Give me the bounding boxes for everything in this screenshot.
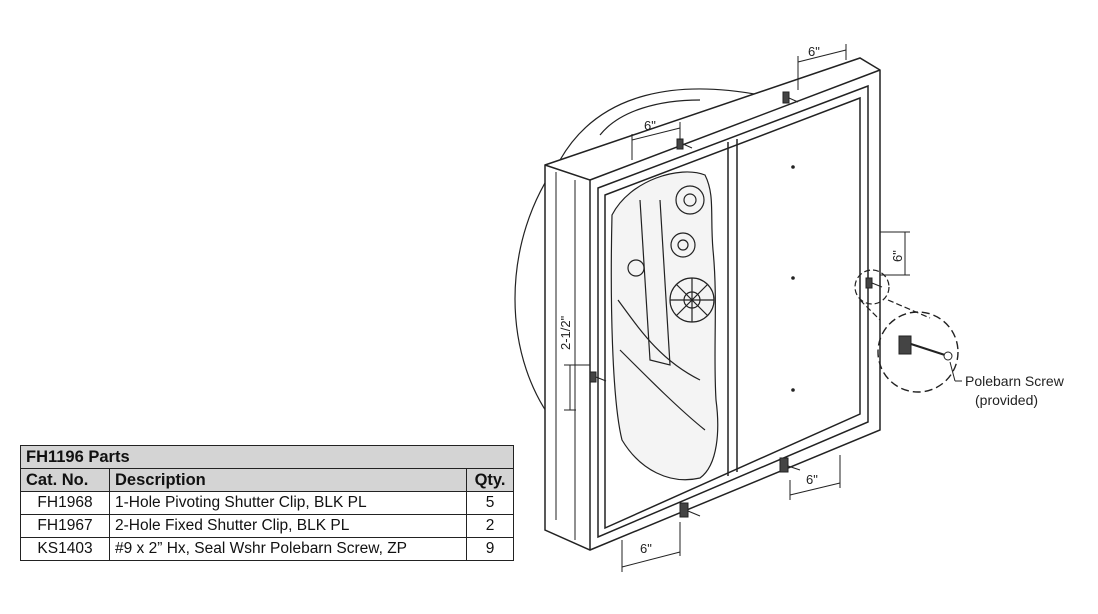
dim-label-bottom-right: 6" [806, 472, 818, 487]
dim-label-top-left: 6" [644, 118, 656, 133]
shutter-clip-right [865, 277, 883, 289]
cell-cat-no: FH1967 [20, 514, 110, 538]
cell-qty: 9 [466, 537, 514, 561]
table-row: FH1968 1-Hole Pivoting Shutter Clip, BLK… [20, 491, 514, 515]
table-row: FH1967 2-Hole Fixed Shutter Clip, BLK PL… [20, 514, 514, 538]
parts-table: FH1196 Parts Cat. No. Description Qty. F… [20, 445, 514, 561]
shutter-clip-left [589, 371, 607, 383]
rivet-dots [791, 165, 795, 392]
dimension-lines [564, 44, 910, 572]
header-cat-no: Cat. No. [20, 468, 110, 492]
dim-label-top-right: 6" [808, 44, 820, 59]
table-title: FH1196 Parts [20, 445, 514, 469]
header-description: Description [109, 468, 467, 492]
dim-label-bottom-left: 6" [640, 541, 652, 556]
cell-description: 1-Hole Pivoting Shutter Clip, BLK PL [109, 491, 467, 515]
detail-circle-large [877, 311, 959, 393]
svg-text:6": 6" [890, 250, 905, 262]
svg-text:6": 6" [640, 541, 652, 556]
svg-text:2-1/2": 2-1/2" [558, 315, 573, 350]
fan-window [610, 171, 719, 481]
svg-text:6": 6" [806, 472, 818, 487]
callout-polebarn-screw: Polebarn Screw [965, 373, 1065, 389]
cell-description: #9 x 2” Hx, Seal Wshr Polebarn Screw, ZP [109, 537, 467, 561]
detail-leader-lines [859, 299, 931, 321]
cell-qty: 5 [466, 491, 514, 515]
callout-provided: (provided) [975, 392, 1038, 408]
shutter-clip-bottom-left [679, 502, 701, 518]
table-title-row: FH1196 Parts [20, 445, 514, 469]
header-qty: Qty. [466, 468, 514, 492]
detail-clip-enlarged [898, 335, 953, 361]
table-header-row: Cat. No. Description Qty. [20, 468, 514, 492]
cell-qty: 2 [466, 514, 514, 538]
cell-description: 2-Hole Fixed Shutter Clip, BLK PL [109, 514, 467, 538]
cell-cat-no: FH1968 [20, 491, 110, 515]
detail-circle-small [854, 269, 890, 305]
dim-label-left-side: 2-1/2" [558, 315, 573, 350]
table-row: KS1403 #9 x 2” Hx, Seal Wshr Polebarn Sc… [20, 537, 514, 561]
shutter-clip-bottom-right [779, 457, 801, 473]
shutter-clip-top-right [782, 91, 799, 104]
svg-text:6": 6" [808, 44, 820, 59]
cell-cat-no: KS1403 [20, 537, 110, 561]
callout-leader [949, 361, 962, 382]
svg-text:6": 6" [644, 118, 656, 133]
dim-label-right-side: 6" [890, 250, 905, 262]
